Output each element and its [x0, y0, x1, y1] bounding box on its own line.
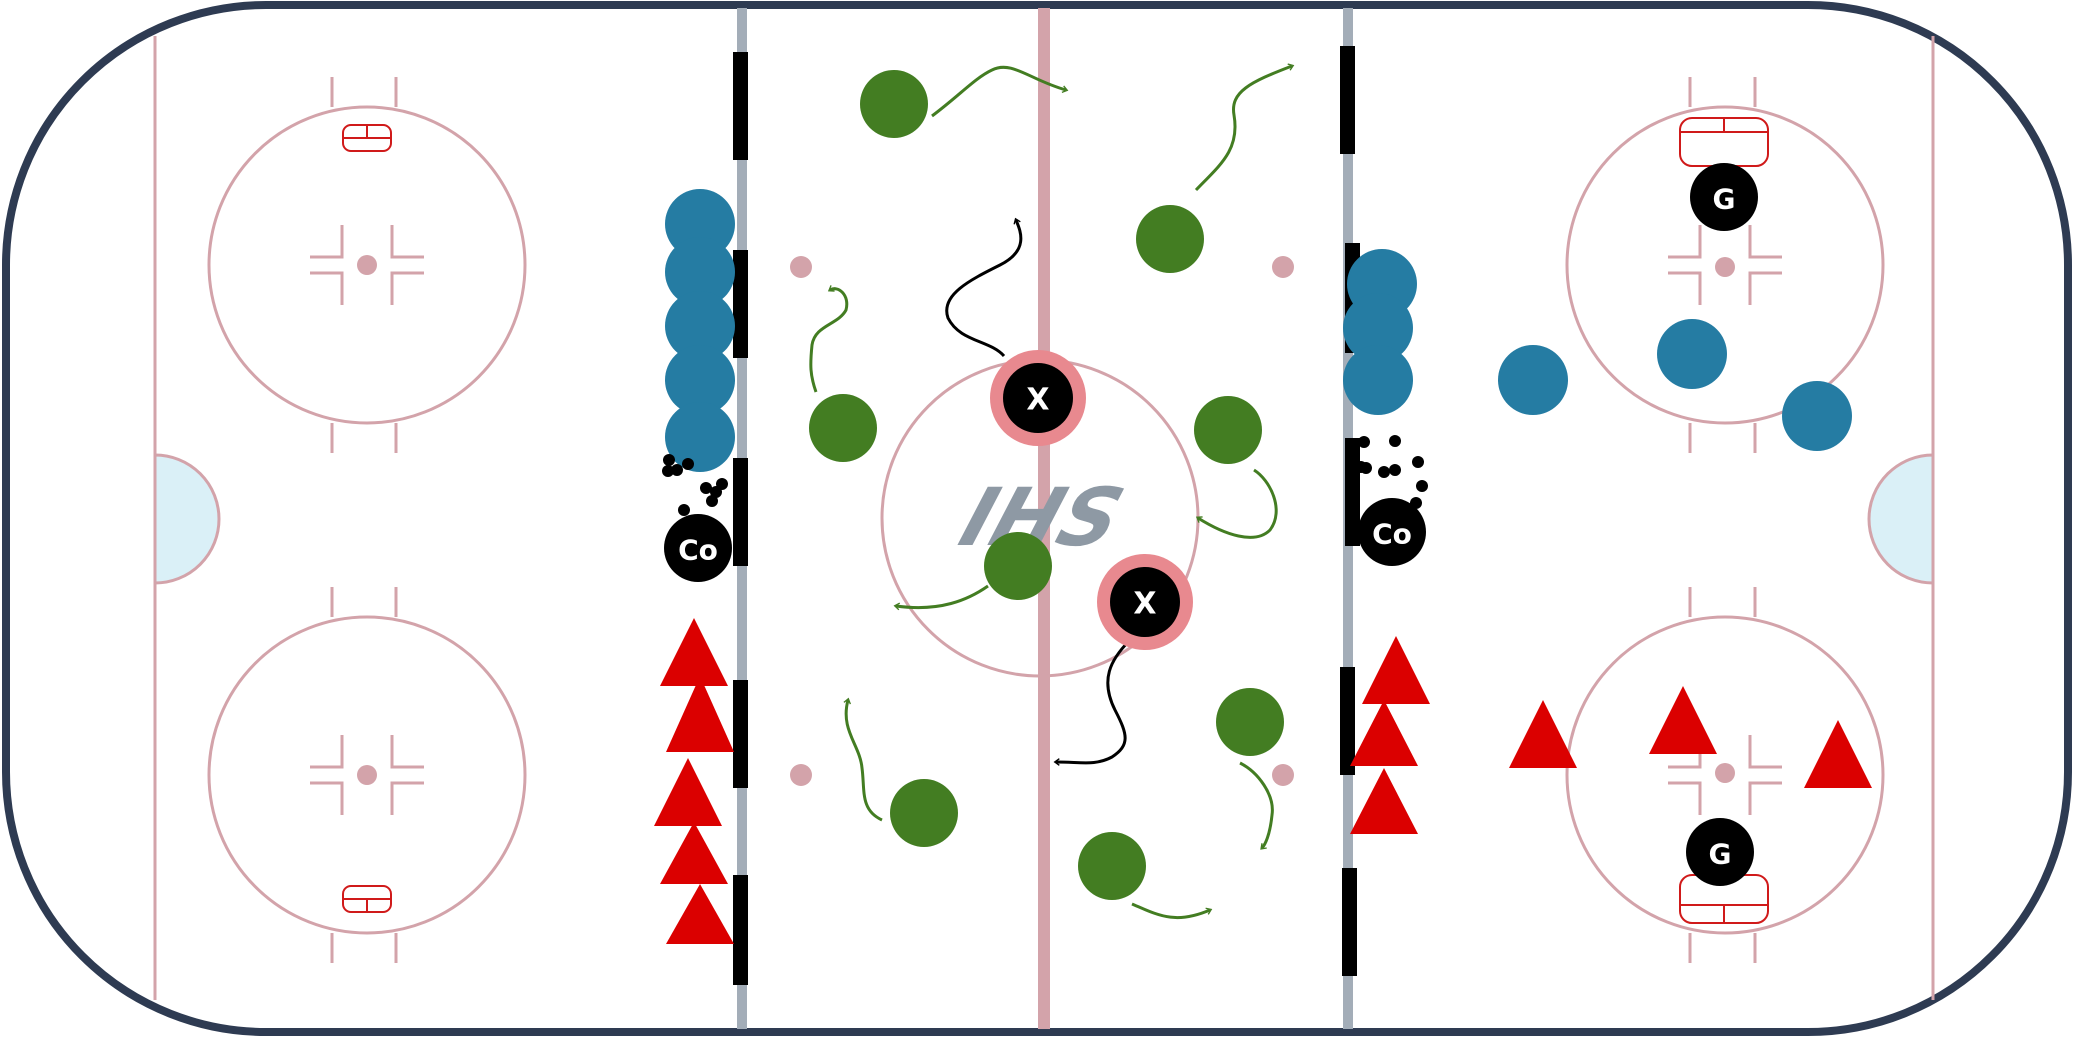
faceoff-dot — [1715, 257, 1735, 277]
neutral-zone-dot — [1272, 256, 1294, 278]
blue-player — [665, 189, 735, 259]
faceoff-circle-right-bottom — [1565, 587, 1885, 963]
cone — [660, 822, 728, 884]
green-player — [890, 779, 958, 847]
green-players — [809, 70, 1284, 900]
neutral-zone-dot — [1272, 764, 1294, 786]
net-left-bottom — [342, 885, 392, 913]
blue-player — [665, 345, 735, 415]
goalie-label: G — [1713, 183, 1736, 216]
crease-left — [153, 453, 221, 585]
cone — [1350, 768, 1418, 834]
faceoff-circle-right-top — [1565, 77, 1885, 453]
blue-player — [1782, 381, 1852, 451]
green-player — [1136, 205, 1204, 273]
goalie-bottom: G — [1686, 818, 1754, 886]
puck-pile-left — [662, 454, 728, 516]
goalie-top: G — [1690, 163, 1758, 231]
cone — [654, 758, 722, 826]
cone — [1509, 700, 1577, 768]
coach-left: Co — [664, 514, 732, 582]
blue-players — [665, 189, 1852, 472]
skater-x-label: X — [1133, 587, 1156, 622]
cone — [1350, 700, 1418, 766]
faceoff-circle-left-bottom — [207, 587, 527, 963]
skater-x-bottom: X — [1097, 554, 1193, 650]
x-paths — [945, 217, 1132, 766]
goalie-label: G — [1709, 838, 1732, 871]
green-player — [1078, 832, 1146, 900]
green-player — [984, 532, 1052, 600]
faceoff-dot — [1715, 763, 1735, 783]
blue-player — [1343, 293, 1413, 363]
neutral-zone-dot — [790, 764, 812, 786]
green-player — [1194, 396, 1262, 464]
crease-right — [1867, 453, 1935, 585]
coach-label: Co — [678, 534, 718, 567]
coach-right: Co — [1358, 498, 1426, 566]
green-paths — [809, 63, 1295, 920]
net-right-bottom — [1679, 874, 1769, 924]
net-left-top — [342, 124, 392, 152]
puck-pile-right — [1355, 435, 1428, 509]
blue-player — [1657, 319, 1727, 389]
red-cones — [654, 618, 1872, 944]
coach-label: Co — [1372, 518, 1412, 551]
blue-player — [665, 291, 735, 361]
cone — [1804, 720, 1872, 788]
faceoff-dot — [357, 765, 377, 785]
blue-player — [1343, 345, 1413, 415]
green-player — [1216, 688, 1284, 756]
blue-player — [1498, 345, 1568, 415]
cone — [1362, 636, 1430, 704]
green-player — [860, 70, 928, 138]
cone — [660, 618, 728, 686]
faceoff-dot — [357, 255, 377, 275]
blue-player — [665, 237, 735, 307]
skater-x-label: X — [1026, 383, 1049, 418]
green-player — [809, 394, 877, 462]
cone — [666, 884, 734, 944]
cone — [666, 676, 734, 752]
neutral-zone-dot — [790, 256, 812, 278]
skater-x-top: X — [990, 350, 1086, 446]
faceoff-circle-left-top — [207, 77, 527, 453]
cone — [1649, 686, 1717, 754]
blue-player — [665, 402, 735, 472]
